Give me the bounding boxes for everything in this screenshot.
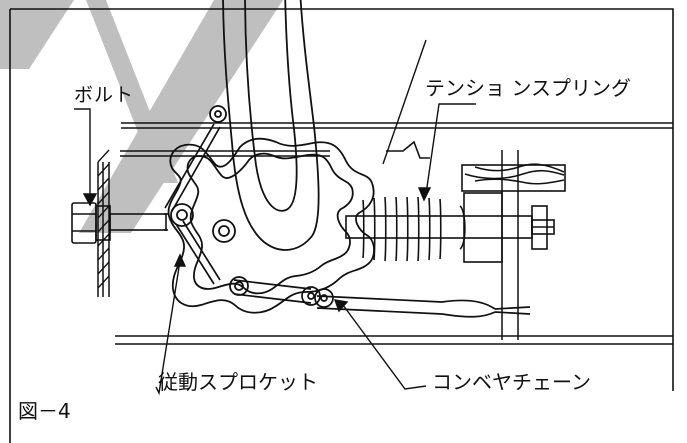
callouts <box>74 39 476 396</box>
bolt-shaft <box>109 213 167 231</box>
bolt-label: ボルト <box>74 84 135 106</box>
conveyor-chain-label: コンベヤチェーン <box>432 370 591 394</box>
bolt-assembly <box>71 202 168 244</box>
watermark-stroke-left <box>0 0 74 69</box>
watermark <box>0 0 283 233</box>
tension-spring-label: テンショ ンスプリング <box>425 76 631 100</box>
upper-hardware <box>386 140 566 192</box>
spring-rod <box>345 215 533 239</box>
spring-guide <box>531 205 548 250</box>
spring-coils <box>362 196 442 262</box>
driven-sprocket-label: 従動スプロケット <box>158 370 318 394</box>
chain-callout-line <box>342 304 427 390</box>
watermark-stroke-right <box>79 0 283 233</box>
bolt-callout-line <box>74 108 91 200</box>
figure-label: 図－4 <box>18 399 71 423</box>
frame-border <box>9 8 674 443</box>
sprocket-top-pin <box>209 105 227 123</box>
spring-assembly <box>345 192 555 263</box>
sprocket-center-bolt <box>212 219 236 243</box>
top-guide-line <box>382 39 427 165</box>
sprocket-left-pin <box>170 203 194 227</box>
vertical-tube <box>222 0 320 251</box>
spring-callout-line <box>425 103 476 195</box>
spring-bracket <box>463 192 503 263</box>
sprocket-bottom-pin <box>229 276 249 296</box>
sprocket <box>167 105 375 314</box>
sprocket-callout-line <box>155 260 181 396</box>
